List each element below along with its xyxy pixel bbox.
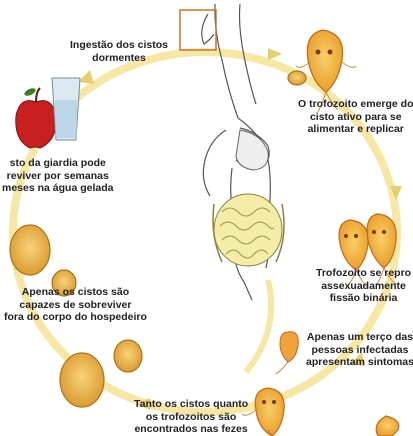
stage-label-feces: Tanto os cistos quanto os trofozoitos sã… — [134, 398, 248, 436]
cycle-arrow-ring — [9, 48, 402, 416]
stage-line: fissão binária — [329, 292, 398, 304]
stage-line: Ingestão dos cistos — [70, 39, 169, 51]
stomach-icon — [235, 129, 269, 171]
stage-label-reproduction: Trofozoito se repro assexuadamente fissã… — [316, 267, 411, 305]
stage-line: pessoas infectadas — [311, 343, 409, 356]
stage-line: assexuadamente — [321, 279, 406, 292]
stage-line: encontrados nas fezes — [134, 423, 248, 435]
stage-line: os trofozoitos são — [145, 410, 237, 423]
stage-label-ingestion: Ingestão dos cistos dormentes — [70, 39, 168, 64]
stage-line: meses na água gelada — [2, 182, 114, 194]
trophozoite-flagella — [241, 61, 397, 436]
stage-line: cisto ativo para se — [309, 110, 402, 123]
apple-icon — [15, 87, 57, 149]
stage-line: reviver por semanas — [6, 169, 109, 182]
cycle-arrowhead-bottom-right — [350, 352, 364, 366]
trophozoite-nuclei — [262, 49, 386, 404]
trophozoite-flagellate-small — [279, 331, 299, 363]
water-glass-icon — [51, 77, 81, 141]
stage-label-symptoms: Apenas um terço das pessoas infectadas a… — [306, 331, 413, 369]
stage-label-water: sto da giardia pode reviver por semanas … — [2, 157, 113, 195]
trophozoite-flagellate-tail — [275, 361, 289, 375]
cycle-arrow-spur — [243, 279, 275, 374]
stage-line: Tanto os cistos quanto — [134, 398, 249, 410]
magnify-box-icon — [179, 9, 217, 51]
stage-label-survival: Apenas os cistos são capazes de sobreviv… — [4, 286, 147, 324]
stage-line: capazes de sobreviver — [19, 298, 132, 311]
cycle-arrowhead-top-left — [78, 70, 94, 84]
cycle-arrowhead-right — [390, 186, 402, 200]
stage-line: Trofozoito se repro — [316, 267, 412, 279]
cycle-arrowhead-bottom — [136, 398, 150, 410]
stage-line: fora do corpo do hospedeiro — [4, 311, 147, 323]
stage-line: sto da giardia pode — [9, 157, 106, 169]
stage-line: dormentes — [92, 51, 146, 64]
giardia-trophozoite-icon — [254, 29, 400, 436]
stage-line: apresentam sintomas — [306, 356, 413, 368]
stage-label-emergence: O trofozoito emerge do cisto ativo para … — [298, 98, 413, 136]
stage-line: Apenas um terço das — [306, 331, 413, 343]
stage-line: alimentar e replicar — [307, 123, 404, 135]
giardia-cyst-icon — [9, 70, 307, 408]
stage-line: O trofozoito emerge do — [298, 98, 413, 110]
cycle-arrowhead-top — [268, 48, 282, 60]
intestine-icon — [212, 193, 285, 267]
stage-line: Apenas os cistos são — [21, 286, 130, 298]
